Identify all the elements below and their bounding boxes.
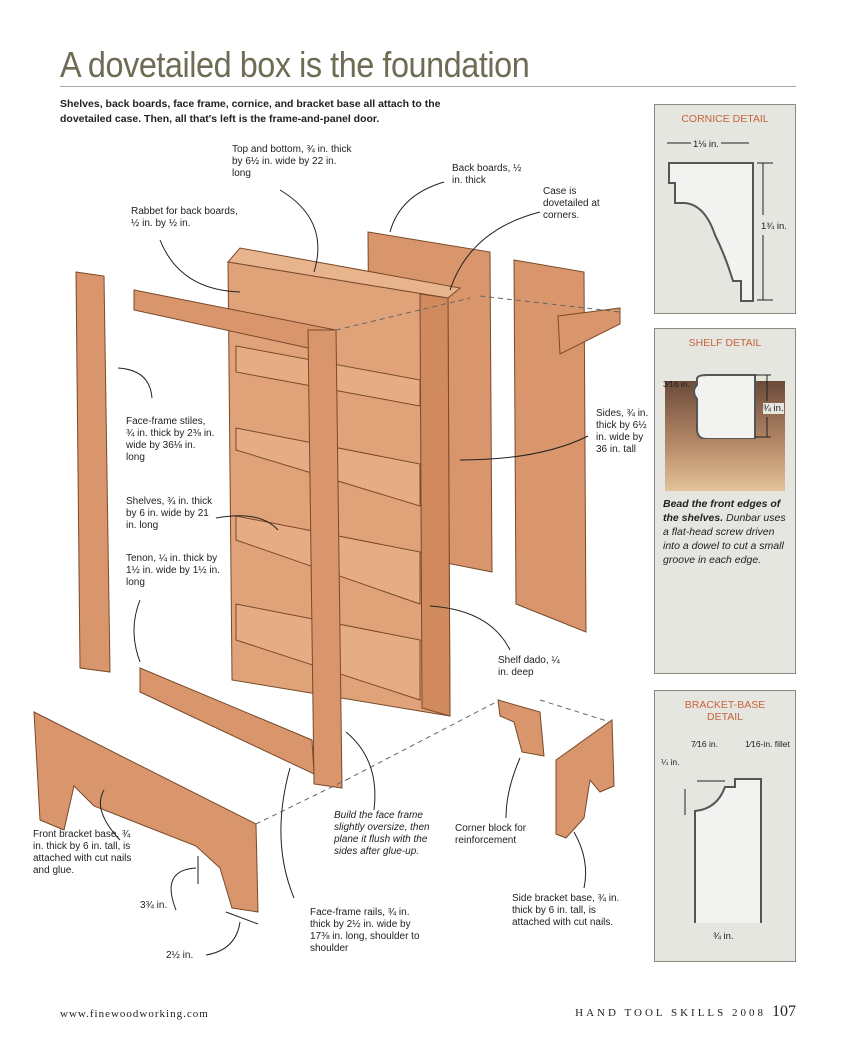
side-bracket-base: [555, 719, 615, 839]
label-stiles: Face-frame stiles, ¾ in. thick by 2⅜ in.…: [126, 416, 215, 463]
label-side-base: Side bracket base, ¾ in. thick by 6 in. …: [512, 893, 620, 928]
cornice-title: CORNICE DETAIL: [681, 113, 769, 125]
page-title: A dovetailed box is the foundation: [60, 44, 530, 85]
intro-text: Shelves, back boards, face frame, cornic…: [60, 98, 441, 125]
label-build-note: Build the face frame slightly oversize, …: [334, 810, 430, 857]
label-shelf-dado: Shelf dado, ¼ in. deep: [498, 655, 560, 678]
corner-block: [497, 699, 545, 757]
label-shelves: Shelves, ¾ in. thick by 6 in. wide by 21…: [126, 496, 213, 531]
cornice-profile: [667, 142, 773, 302]
shelf-detail-panel: SHELF DETAIL 3⁄16 in. ¾ in. Bead the fro…: [654, 328, 796, 674]
front-bracket-base: [33, 711, 259, 913]
bracket-profile: [684, 778, 762, 923]
right-stile-ff: [307, 329, 343, 789]
bracket-fillet: 1⁄16-in. fillet: [745, 739, 790, 749]
right-side: [513, 259, 587, 633]
shelf-height: ¾ in.: [763, 403, 784, 414]
bracket-base-detail-panel: BRACKET-BASE DETAIL 7⁄16 in. 1⁄16-in. fi…: [654, 690, 796, 962]
label-corner-block: Corner block for reinforcement: [455, 823, 527, 846]
label-sides: Sides, ¾ in. thick by 6½ in. wide by 36 …: [596, 408, 649, 455]
cornice-piece: [557, 307, 621, 355]
label-top-bottom: Top and bottom, ¾ in. thick by 6½ in. wi…: [232, 144, 352, 179]
left-stile: [75, 271, 111, 673]
bracket-width: ¾ in.: [713, 931, 734, 942]
shelf-bead: 3⁄16 in.: [663, 379, 690, 389]
cornice-height: 1¾ in.: [761, 221, 787, 232]
cornice-detail-panel: CORNICE DETAIL 1⅛ in. 1¾ in.: [654, 104, 796, 314]
magazine-name: HAND TOOL SKILLS 2008: [575, 1007, 766, 1019]
label-front-base: Front bracket base, ¾ in. thick by 6 in.…: [33, 829, 132, 876]
cornice-width: 1⅛ in.: [693, 139, 719, 150]
label-dovetailed: Case is dovetailed at corners.: [543, 186, 600, 221]
shelf-profile: [693, 374, 771, 439]
shelf-caption-text: Dunbar uses a flat-head screw driven int…: [663, 512, 786, 566]
case-side: [419, 293, 451, 717]
bottom-rail: [139, 667, 315, 775]
page-number: 107: [772, 1003, 796, 1020]
footer-url[interactable]: www.finewoodworking.com: [60, 1008, 209, 1020]
label-dim-3-75: 3¾ in.: [140, 900, 168, 911]
label-tenon: Tenon, ¼ in. thick by 1½ in. wide by 1½ …: [126, 553, 220, 588]
title-rule: [60, 86, 796, 87]
shelf-caption: Bead the front edges of the shelves. Dun…: [655, 497, 795, 567]
bracket-dim-1-4: ¼ in.: [661, 757, 680, 767]
bracket-title: BRACKET-BASE DETAIL: [684, 699, 766, 723]
label-dim-2-5: 2½ in.: [166, 950, 194, 961]
label-rabbet: Rabbet for back boards, ½ in. by ½ in.: [131, 206, 238, 229]
label-back-boards: Back boards, ½ in. thick: [452, 163, 522, 186]
shelf-title: SHELF DETAIL: [688, 337, 762, 349]
label-rails: Face-frame rails, ¾ in. thick by 2½ in. …: [310, 907, 420, 954]
bracket-dim-7-16: 7⁄16 in.: [691, 739, 718, 749]
case-top: [227, 247, 462, 299]
shelf-caption-bold: Bead the front edges of the shelves.: [663, 498, 781, 524]
footer-magazine: HAND TOOL SKILLS 2008 107: [575, 1003, 796, 1021]
